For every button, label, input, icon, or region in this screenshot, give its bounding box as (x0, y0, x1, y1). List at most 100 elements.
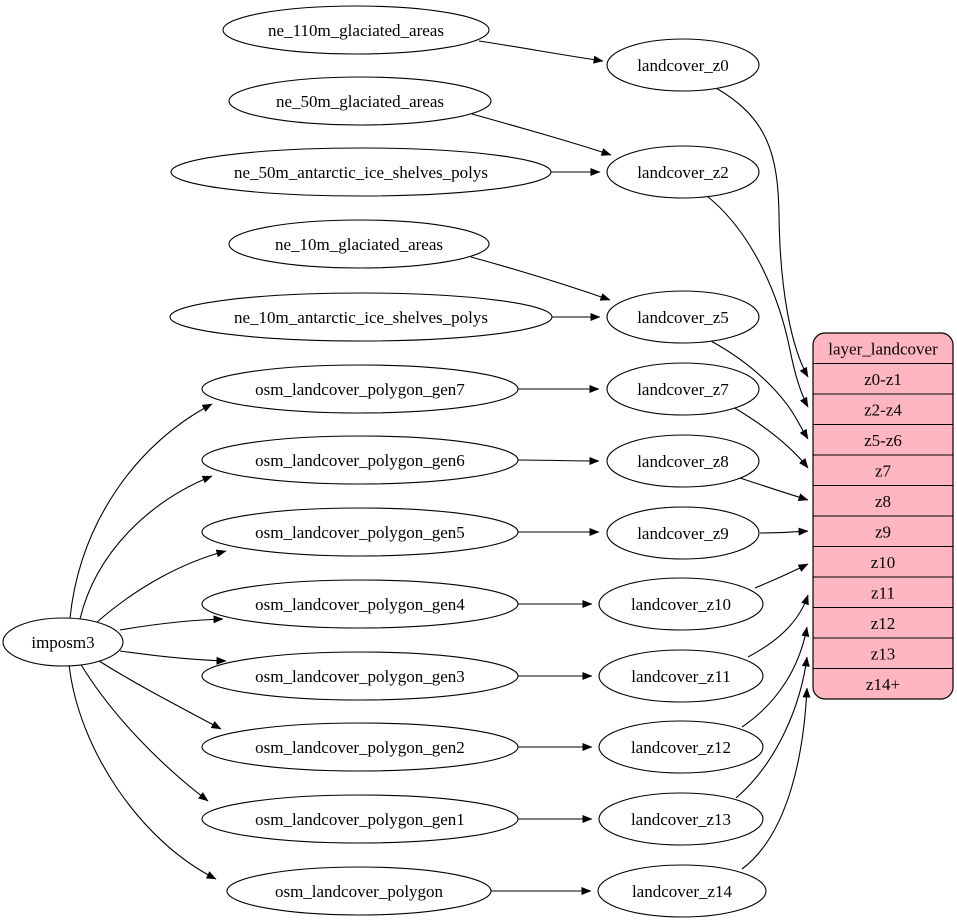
node-ellipse-landcover_z10 (598, 577, 764, 631)
node-landcover_z0: landcover_z0 (606, 38, 760, 92)
edge-landcover_z14-to-layer_landcover-row-z14+ (741, 687, 811, 870)
table-row-z9: z9 (875, 522, 891, 541)
edge-landcover_z11-to-layer_landcover-row-z11 (747, 594, 809, 658)
node-label-landcover_z8: landcover_z8 (637, 452, 729, 471)
node-ellipse-landcover_z7 (606, 362, 760, 416)
table-row-z8: z8 (875, 492, 891, 511)
node-ellipse-imposm3 (2, 617, 124, 667)
node-ellipse-ne_10m_glaciated_areas (228, 219, 490, 269)
node-label-osm_landcover_polygon_gen7: osm_landcover_polygon_gen7 (255, 380, 465, 399)
node-label-osm_landcover_polygon_gen4: osm_landcover_polygon_gen4 (255, 595, 465, 614)
node-osm_landcover_polygon_gen4: osm_landcover_polygon_gen4 (201, 579, 519, 629)
node-osm_landcover_polygon_gen6: osm_landcover_polygon_gen6 (201, 435, 519, 485)
table-row-z7: z7 (875, 461, 892, 480)
node-osm_landcover_polygon: osm_landcover_polygon (226, 866, 492, 916)
node-label-landcover_z2: landcover_z2 (637, 163, 729, 182)
node-landcover_z5: landcover_z5 (606, 290, 760, 344)
edge-imposm3-to-osm_landcover_polygon_gen1 (79, 662, 209, 802)
edge-ne_110m_glaciated_areas-to-landcover_z0 (478, 40, 604, 64)
node-label-landcover_z0: landcover_z0 (637, 56, 729, 75)
edge-imposm3-to-osm_landcover_polygon_gen6 (79, 475, 213, 620)
node-ne_10m_glaciated_areas: ne_10m_glaciated_areas (228, 219, 490, 269)
table-row-z12: z12 (871, 614, 896, 633)
node-landcover_z11: landcover_z11 (598, 649, 764, 703)
edge-landcover_z13-to-layer_landcover-row-z13 (735, 656, 810, 799)
edge-landcover_z7-to-layer_landcover-row-z7 (732, 406, 809, 469)
table-row-z2-z4: z2-z4 (864, 400, 902, 419)
node-ellipse-landcover_z2 (606, 145, 760, 199)
node-ellipse-osm_landcover_polygon_gen1 (201, 794, 519, 844)
node-landcover_z9: landcover_z9 (606, 506, 760, 560)
node-ellipse-osm_landcover_polygon_gen4 (201, 579, 519, 629)
node-ellipse-landcover_z0 (606, 38, 760, 92)
node-ellipse-ne_10m_antarctic_ice_shelves_polys (169, 292, 553, 342)
node-imposm3: imposm3 (2, 617, 124, 667)
node-landcover_z14: landcover_z14 (597, 864, 767, 918)
table-row-z10: z10 (871, 553, 896, 572)
node-label-osm_landcover_polygon_gen6: osm_landcover_polygon_gen6 (255, 451, 465, 470)
node-label-osm_landcover_polygon_gen3: osm_landcover_polygon_gen3 (255, 667, 465, 686)
edge-imposm3-to-osm_landcover_polygon_gen7 (69, 403, 213, 619)
node-ne_10m_antarctic_ice_shelves_polys: ne_10m_antarctic_ice_shelves_polys (169, 292, 553, 342)
table-header-label: layer_landcover (828, 339, 938, 358)
edge-landcover_z9-to-layer_landcover-row-z9 (759, 527, 809, 536)
node-landcover_z13: landcover_z13 (598, 792, 764, 846)
table-layer: layer_landcoverz0-z1z2-z4z5-z6z7z8z9z10z… (812, 332, 954, 700)
node-label-landcover_z5: landcover_z5 (637, 308, 729, 327)
table-row-z11: z11 (871, 583, 895, 602)
table-row-z5-z6: z5-z6 (864, 431, 902, 450)
node-osm_landcover_polygon_gen2: osm_landcover_polygon_gen2 (201, 722, 519, 772)
node-label-osm_landcover_polygon_gen5: osm_landcover_polygon_gen5 (255, 523, 465, 542)
node-label-landcover_z9: landcover_z9 (637, 524, 729, 543)
node-label-ne_110m_glaciated_areas: ne_110m_glaciated_areas (268, 21, 444, 40)
node-label-landcover_z13: landcover_z13 (631, 810, 731, 829)
node-landcover_z7: landcover_z7 (606, 362, 760, 416)
node-ellipse-landcover_z5 (606, 290, 760, 344)
node-ellipse-ne_110m_glaciated_areas (222, 5, 490, 55)
node-landcover_z12: landcover_z12 (598, 720, 764, 774)
node-label-imposm3: imposm3 (31, 633, 94, 652)
table-row-z13: z13 (871, 644, 896, 663)
edge-imposm3-to-osm_landcover_polygon_gen2 (95, 658, 222, 730)
node-label-osm_landcover_polygon_gen1: osm_landcover_polygon_gen1 (255, 810, 465, 829)
node-label-landcover_z12: landcover_z12 (631, 738, 731, 757)
edge-imposm3-to-osm_landcover_polygon_gen4 (119, 615, 224, 631)
node-osm_landcover_polygon_gen7: osm_landcover_polygon_gen7 (201, 364, 519, 414)
node-ne_50m_antarctic_ice_shelves_polys: ne_50m_antarctic_ice_shelves_polys (170, 147, 552, 197)
node-label-landcover_z11: landcover_z11 (631, 667, 730, 686)
node-ne_110m_glaciated_areas: ne_110m_glaciated_areas (222, 5, 490, 55)
node-ellipse-ne_50m_antarctic_ice_shelves_polys (170, 147, 552, 197)
node-label-landcover_z7: landcover_z7 (637, 380, 729, 399)
node-ellipse-osm_landcover_polygon_gen6 (201, 435, 519, 485)
node-ne_50m_glaciated_areas: ne_50m_glaciated_areas (228, 76, 492, 126)
node-landcover_z10: landcover_z10 (598, 577, 764, 631)
edge-landcover_z5-to-layer_landcover-row-z5-z6 (710, 340, 809, 440)
node-landcover_z8: landcover_z8 (606, 434, 760, 488)
edges-layer (68, 40, 811, 895)
node-ellipse-landcover_z12 (598, 720, 764, 774)
node-ellipse-osm_landcover_polygon_gen3 (201, 651, 519, 701)
node-label-ne_50m_antarctic_ice_shelves_polys: ne_50m_antarctic_ice_shelves_polys (234, 163, 488, 182)
node-ellipse-landcover_z9 (606, 506, 760, 560)
node-ellipse-osm_landcover_polygon_gen5 (201, 507, 519, 557)
edge-landcover_z12-to-layer_landcover-row-z12 (741, 626, 810, 728)
node-ellipse-osm_landcover_polygon_gen7 (201, 364, 519, 414)
node-osm_landcover_polygon_gen5: osm_landcover_polygon_gen5 (201, 507, 519, 557)
node-label-ne_50m_glaciated_areas: ne_50m_glaciated_areas (276, 92, 444, 111)
nodes-layer: imposm3 ne_110m_glaciated_areas ne_50m_gla… (2, 5, 767, 918)
table-row-z14+: z14+ (866, 675, 900, 694)
node-label-landcover_z14: landcover_z14 (632, 882, 733, 901)
node-ellipse-landcover_z8 (606, 434, 760, 488)
edge-landcover_z10-to-layer_landcover-row-z10 (754, 563, 809, 589)
node-label-ne_10m_antarctic_ice_shelves_polys: ne_10m_antarctic_ice_shelves_polys (234, 308, 488, 327)
node-ellipse-landcover_z14 (597, 864, 767, 918)
node-label-osm_landcover_polygon: osm_landcover_polygon (275, 882, 444, 901)
edge-ne_50m_glaciated_areas-to-landcover_z2 (471, 113, 612, 156)
edge-landcover_z8-to-layer_landcover-row-z8 (736, 476, 809, 501)
edge-landcover_z2-to-layer_landcover-row-z2-z4 (706, 195, 809, 408)
edge-imposm3-to-osm_landcover_polygon_gen3 (119, 650, 227, 665)
node-ellipse-landcover_z11 (598, 649, 764, 703)
node-landcover_z2: landcover_z2 (606, 145, 760, 199)
node-label-ne_10m_glaciated_areas: ne_10m_glaciated_areas (275, 235, 443, 254)
node-osm_landcover_polygon_gen3: osm_landcover_polygon_gen3 (201, 651, 519, 701)
